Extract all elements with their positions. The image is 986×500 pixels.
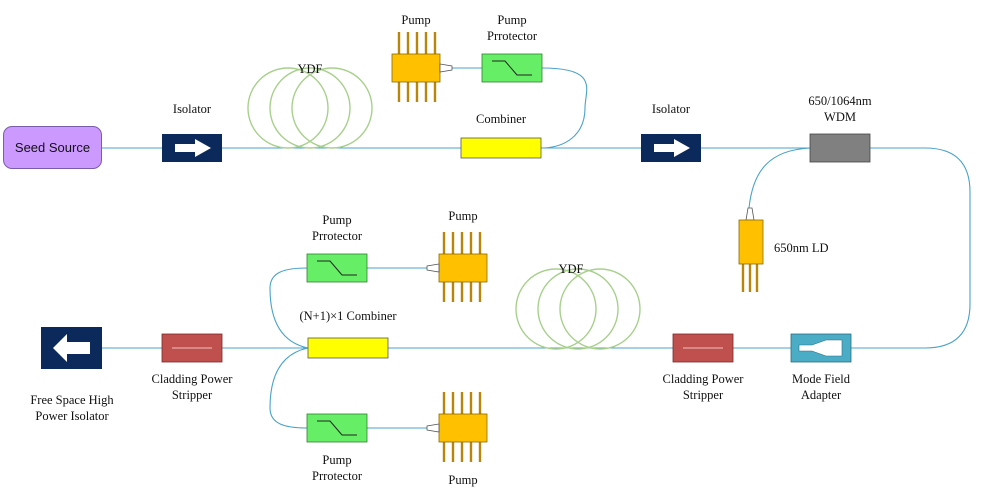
ydf-coil-icon [247, 67, 373, 149]
seed-source: Seed Source [3, 126, 102, 169]
fs-isolator-line1: Free Space High [30, 393, 114, 407]
ld-650nm [738, 207, 764, 292]
cps-left [161, 333, 223, 363]
fiber-wdm-to-mfa-loop [851, 147, 971, 349]
pump-protector-bot-line2: Prrotector [312, 469, 362, 483]
seed-source-label: Seed Source [14, 140, 91, 155]
ydf-2-label: YDF [558, 262, 584, 276]
pump-protector-mid [306, 253, 368, 283]
n1-combiner-box [307, 337, 389, 359]
wdm-label: 650/1064nm WDM [790, 93, 890, 125]
fiber-combiner-to-upper-protector [269, 267, 309, 349]
pump-protector-mid-line1: Pump [322, 213, 352, 227]
pump-protector-bot-line1: Pump [322, 453, 352, 467]
mfa-line1: Mode Field [792, 372, 850, 386]
filter-step-icon [492, 60, 532, 76]
pump-protector-top-line1: Pump [497, 13, 527, 27]
mfa-line2: Adapter [800, 388, 842, 402]
fibers [102, 67, 971, 429]
fs-isolator-label: Free Space High Power Isolator [12, 392, 132, 424]
pump-top [391, 32, 453, 102]
fs-isolator-line2: Power Isolator [35, 409, 109, 423]
wdm-box [809, 133, 871, 163]
cps-right-line1: Cladding Power [662, 372, 744, 386]
fiber-combiner-to-lower-protector [269, 347, 309, 429]
free-space-isolator [41, 327, 102, 369]
pump-protector-mid-line2: Prrotector [312, 229, 362, 243]
arrow-left-icon [53, 334, 90, 362]
fiber-protector-to-combiner-loop [540, 67, 588, 149]
taper-icon [798, 339, 843, 357]
combiner-box [460, 137, 542, 159]
pump-bot [426, 392, 488, 462]
fiber-wdm-to-ld [748, 147, 811, 209]
isolator-1 [162, 134, 222, 162]
cps-right-line2: Stripper [682, 388, 724, 402]
pump-top-label: Pump [401, 13, 431, 27]
isolator-2 [641, 134, 701, 162]
isolator-1-label: Isolator [172, 102, 212, 116]
pump-mid-label: Pump [448, 209, 478, 223]
filter-step-icon [317, 420, 357, 436]
arrow-right-icon [175, 139, 211, 157]
wdm-label-line2: WDM [824, 110, 856, 124]
wdm-label-line1: 650/1064nm [808, 94, 872, 108]
cps-left-line2: Stripper [171, 388, 213, 402]
cps-right-label: Cladding Power Stripper [648, 371, 758, 403]
mode-field-adapter [790, 333, 852, 363]
pump-bot-label: Pump [448, 473, 478, 487]
pump-protector-top [481, 53, 543, 83]
pump-mid [426, 232, 488, 302]
mfa-label: Mode Field Adapter [771, 371, 871, 403]
n1-combiner-label: (N+1)×1 Combiner [299, 309, 397, 323]
ld-label: 650nm LD [774, 241, 829, 255]
filter-step-icon [317, 260, 357, 276]
combiner-label: Combiner [476, 112, 526, 126]
ydf-1-label: YDF [297, 62, 323, 76]
pump-protector-bot [306, 413, 368, 443]
cps-left-label: Cladding Power Stripper [137, 371, 247, 403]
pump-protector-mid-label: Pump Prrotector [297, 212, 377, 244]
pump-protector-bot-label: Pump Prrotector [297, 452, 377, 484]
ydf-coil-icon [515, 268, 641, 350]
cps-right [672, 333, 734, 363]
arrow-right-icon [654, 139, 690, 157]
cps-left-line1: Cladding Power [151, 372, 233, 386]
isolator-2-label: Isolator [651, 102, 691, 116]
pump-protector-top-line2: Prrotector [487, 29, 537, 43]
pump-protector-top-label: Pump Prrotector [472, 12, 552, 44]
